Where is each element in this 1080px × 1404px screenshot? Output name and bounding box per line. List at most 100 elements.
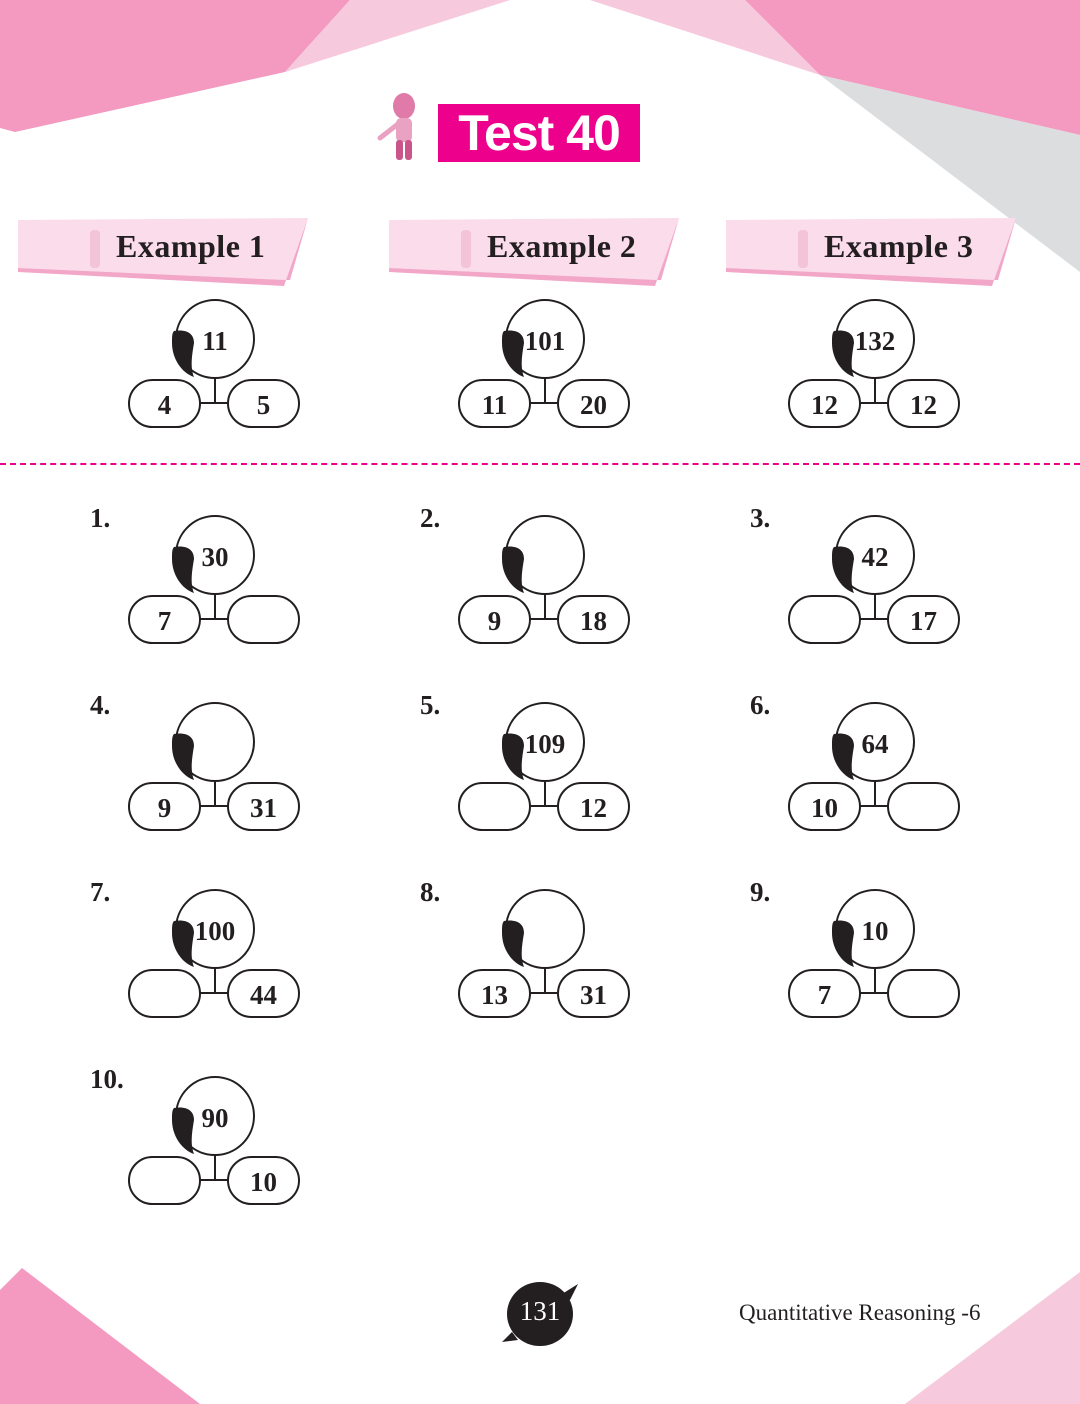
connector-stem — [874, 595, 876, 619]
question-number: 9. — [750, 877, 771, 907]
leaf-shape-icon — [172, 546, 194, 593]
right-value-box[interactable] — [227, 595, 300, 644]
question-number: 8. — [420, 877, 441, 907]
left-value-box[interactable]: 4 — [128, 379, 201, 428]
leaf-shape-icon — [832, 920, 854, 967]
right-value-box[interactable]: 12 — [887, 379, 960, 428]
connector-bar — [530, 618, 560, 620]
top-value: 10 — [861, 916, 889, 946]
connector-bar — [200, 1179, 230, 1181]
number-diagram: 101 11 20 — [458, 299, 630, 439]
number-diagram: 1. 30 7 — [90, 503, 300, 655]
connector-stem — [874, 782, 876, 806]
example-label: Example 2 — [487, 228, 637, 264]
right-value-box[interactable]: 44 — [227, 969, 300, 1018]
right-value-box[interactable]: 10 — [227, 1156, 300, 1205]
top-value — [175, 702, 255, 782]
question-number: 2. — [420, 503, 441, 533]
section-divider — [0, 463, 1080, 465]
leaf-shape-icon — [832, 546, 854, 593]
leaf-shape-icon — [502, 920, 524, 967]
connector-bar — [860, 618, 890, 620]
question-number: 5. — [420, 690, 441, 720]
leaf-shape-icon — [172, 1107, 194, 1154]
girl-mascot-icon — [377, 93, 415, 160]
connector-bar — [200, 618, 230, 620]
right-value-box[interactable] — [887, 782, 960, 831]
example-label: Example 1 — [116, 228, 266, 264]
left-value-box[interactable]: 7 — [788, 969, 861, 1018]
right-value-box[interactable]: 20 — [557, 379, 630, 428]
question-number: 10. — [90, 1064, 124, 1094]
number-diagram: 6. 64 10 — [750, 690, 960, 842]
example-banner: Example 1 — [18, 218, 308, 286]
right-value-box[interactable]: 17 — [887, 595, 960, 644]
right-value-box[interactable] — [887, 969, 960, 1018]
left-value-box[interactable]: 12 — [788, 379, 861, 428]
connector-bar — [200, 992, 230, 994]
example-banner: Example 3 — [726, 218, 1016, 286]
top-value: 11 — [202, 326, 228, 356]
number-diagram: 10. 90 10 — [90, 1064, 300, 1216]
number-diagram: 5. 109 12 — [420, 690, 630, 842]
right-value-box[interactable]: 12 — [557, 782, 630, 831]
leaf-shape-icon — [172, 330, 194, 377]
example-banner: Example 2 — [389, 218, 679, 286]
connector-stem — [544, 782, 546, 806]
connector-stem — [214, 379, 216, 403]
left-value-box[interactable] — [128, 969, 201, 1018]
page-number-badge: 131 — [500, 1278, 580, 1350]
number-diagram: 3. 42 17 — [750, 503, 960, 655]
connector-stem — [874, 379, 876, 403]
left-value-box[interactable] — [128, 1156, 201, 1205]
leaf-shape-icon — [502, 733, 524, 780]
pencil-mascot-icon — [90, 230, 100, 268]
number-diagram: 132 12 12 — [788, 299, 960, 439]
connector-stem — [214, 1156, 216, 1180]
right-value-box[interactable]: 31 — [557, 969, 630, 1018]
number-diagram: 9. 10 7 — [750, 877, 960, 1029]
question-number: 1. — [90, 503, 111, 533]
book-title: Quantitative Reasoning -6 — [739, 1300, 981, 1325]
connector-bar — [530, 992, 560, 994]
leaf-shape-icon — [172, 920, 194, 967]
leaf-shape-icon — [502, 546, 524, 593]
example-label: Example 3 — [824, 228, 974, 264]
top-value — [505, 889, 585, 969]
question-number: 3. — [750, 503, 771, 533]
connector-bar — [860, 992, 890, 994]
pencil-mascot-icon — [798, 230, 808, 268]
connector-bar — [860, 805, 890, 807]
top-value: 100 — [194, 916, 236, 946]
connector-bar — [530, 805, 560, 807]
leaf-shape-icon — [172, 733, 194, 780]
right-value-box[interactable]: 31 — [227, 782, 300, 831]
left-value-box[interactable] — [788, 595, 861, 644]
connector-stem — [214, 969, 216, 993]
question-number: 7. — [90, 877, 111, 907]
connector-bar — [200, 805, 230, 807]
connector-stem — [214, 595, 216, 619]
connector-stem — [544, 379, 546, 403]
left-value-box[interactable]: 13 — [458, 969, 531, 1018]
right-value-box[interactable]: 18 — [557, 595, 630, 644]
number-diagram: 2. 9 18 — [420, 503, 630, 655]
top-value — [505, 515, 585, 595]
connector-stem — [544, 969, 546, 993]
left-value-box[interactable]: 9 — [128, 782, 201, 831]
number-diagram: 8. 13 31 — [420, 877, 630, 1029]
leaf-shape-icon — [832, 733, 854, 780]
left-value-box[interactable]: 9 — [458, 595, 531, 644]
connector-bar — [530, 402, 560, 404]
leaf-shape-icon — [832, 330, 854, 377]
number-diagram: 11 4 5 — [128, 299, 300, 439]
left-value-box[interactable]: 11 — [458, 379, 531, 428]
left-value-box[interactable]: 7 — [128, 595, 201, 644]
right-value-box[interactable]: 5 — [227, 379, 300, 428]
connector-bar — [200, 402, 230, 404]
top-value: 90 — [201, 1103, 229, 1133]
left-value-box[interactable]: 10 — [788, 782, 861, 831]
top-value: 132 — [854, 326, 896, 356]
left-value-box[interactable] — [458, 782, 531, 831]
number-diagram: 4. 9 31 — [90, 690, 300, 842]
